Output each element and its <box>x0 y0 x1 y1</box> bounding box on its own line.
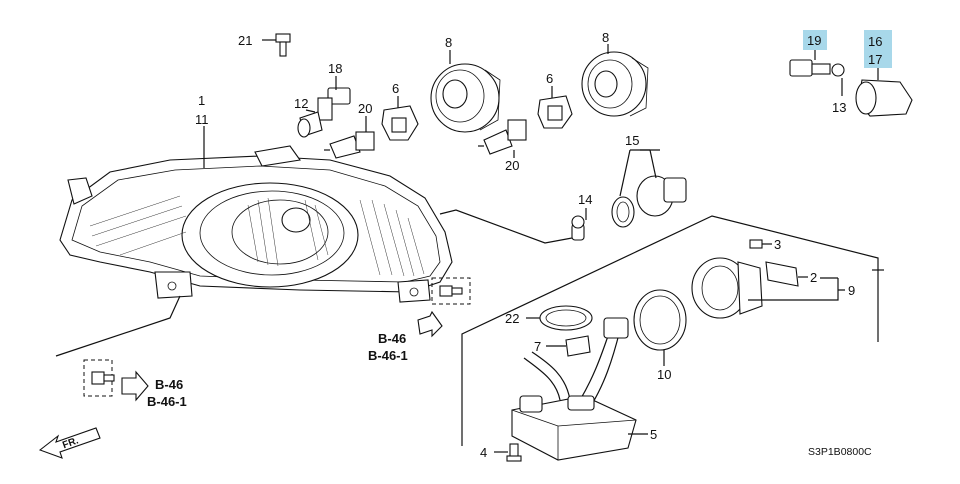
reference-arrow-left <box>121 370 149 402</box>
callout-18[interactable]: 18 <box>328 61 342 76</box>
ballast-kit-frame <box>461 215 879 446</box>
screw-21[interactable] <box>275 33 291 57</box>
seal-2[interactable] <box>765 261 799 287</box>
side-marker-16-17[interactable] <box>855 79 913 117</box>
socket-6-right[interactable] <box>537 95 573 129</box>
socket-6-left[interactable] <box>381 105 419 141</box>
reference-b46-1-left[interactable]: B-46-1 <box>147 394 187 409</box>
callout-13[interactable]: 13 <box>832 100 846 115</box>
screw-3[interactable] <box>749 239 763 249</box>
callout-20-right[interactable]: 20 <box>505 158 519 173</box>
callout-22[interactable]: 22 <box>505 311 519 326</box>
callout-6-right[interactable]: 6 <box>546 71 553 86</box>
callout-15[interactable]: 15 <box>625 133 639 148</box>
reference-b46-middle[interactable]: B-46 <box>378 331 406 346</box>
callout-3[interactable]: 3 <box>774 237 781 252</box>
bulb-19[interactable] <box>789 59 845 77</box>
callout-17[interactable]: 17 <box>868 52 882 67</box>
callout-16[interactable]: 16 <box>868 34 882 49</box>
wire-harness[interactable] <box>523 317 629 405</box>
seal-ring-22[interactable] <box>539 305 593 331</box>
igniter-7[interactable] <box>565 335 591 357</box>
leader-line <box>439 209 573 244</box>
callout-9[interactable]: 9 <box>848 283 855 298</box>
callout-20-left[interactable]: 20 <box>358 101 372 116</box>
callout-6-left[interactable]: 6 <box>392 81 399 96</box>
leader-line <box>619 149 631 197</box>
highlight-16-17 <box>864 30 892 68</box>
leader-line <box>649 149 657 179</box>
callout-11[interactable]: 11 <box>195 112 209 127</box>
callout-21[interactable]: 21 <box>238 33 252 48</box>
halogen-bulb-20-right[interactable] <box>478 119 527 155</box>
screw-4[interactable] <box>506 443 522 462</box>
bulb-socket-18[interactable] <box>297 87 351 138</box>
leader-line <box>305 109 316 113</box>
detail-box-middle <box>431 277 471 305</box>
highlight-19 <box>803 30 827 50</box>
front-direction-arrow: FR. <box>38 427 101 459</box>
leader-line <box>748 277 845 301</box>
hid-ballast-5[interactable] <box>511 395 637 461</box>
dust-cover-8-left[interactable] <box>430 63 501 133</box>
callout-2[interactable]: 2 <box>810 270 817 285</box>
callout-8-left[interactable]: 8 <box>445 35 452 50</box>
dust-cover-8-right[interactable] <box>581 51 649 117</box>
diagram-code: S3P1B0800C <box>808 446 872 458</box>
callout-5[interactable]: 5 <box>650 427 657 442</box>
callout-7[interactable]: 7 <box>534 339 541 354</box>
socket-15[interactable] <box>611 175 687 228</box>
callout-12[interactable]: 12 <box>294 96 308 111</box>
callout-19[interactable]: 19 <box>807 33 821 48</box>
retaining-ring-9[interactable] <box>691 257 763 319</box>
bolt-left[interactable] <box>91 371 115 385</box>
gasket-10[interactable] <box>633 289 687 351</box>
headlight-housing[interactable] <box>59 145 453 303</box>
callout-10[interactable]: 10 <box>657 367 671 382</box>
callout-4[interactable]: 4 <box>480 445 487 460</box>
bolt-middle[interactable] <box>439 285 463 297</box>
wedge-bulb-14[interactable] <box>571 215 585 241</box>
reference-arrow-middle <box>417 310 443 338</box>
reference-b46-1-middle[interactable]: B-46-1 <box>368 348 408 363</box>
halogen-bulb-20-left[interactable] <box>324 131 375 159</box>
callout-8-right[interactable]: 8 <box>602 30 609 45</box>
direction-label: FR. <box>61 435 80 451</box>
callout-1[interactable]: 1 <box>198 93 205 108</box>
leader-line <box>55 295 181 357</box>
reference-b46-left[interactable]: B-46 <box>155 377 183 392</box>
callout-14[interactable]: 14 <box>578 192 592 207</box>
